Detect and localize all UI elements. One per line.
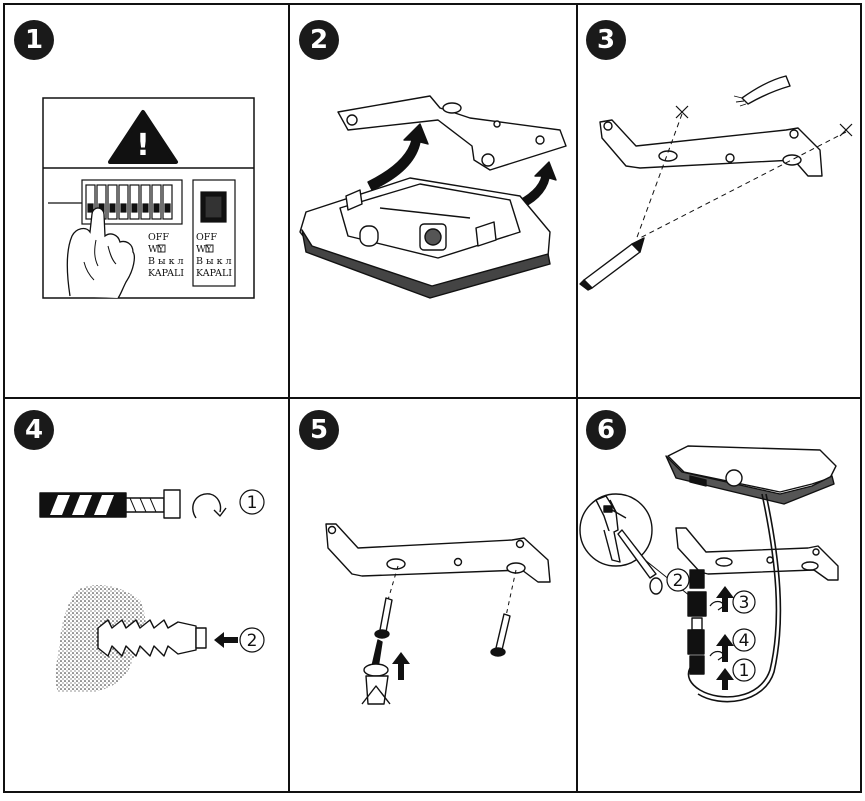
marking-line: [635, 113, 847, 241]
callout-1-circle: [732, 658, 756, 682]
cable-icon: [733, 75, 791, 107]
label-vykl-right: В ы к л: [196, 256, 232, 267]
mounting-bracket-icon: [337, 95, 567, 171]
warning-triangle-icon: !: [108, 110, 178, 164]
up-arrow-icon: [716, 586, 734, 690]
label-kapali-right: KAPALI: [196, 268, 232, 279]
push-arrow-icon: [214, 632, 238, 648]
label-wy-right: WY: [196, 244, 213, 255]
pencil-icon: [579, 237, 645, 291]
panel-2-remove-bracket: [299, 95, 567, 299]
lift-arrow-icon: [367, 123, 557, 211]
screwdriver-icon: [617, 529, 663, 595]
label-off-left: OFF: [148, 232, 169, 243]
step-number-badge: 1: [14, 20, 54, 60]
mounting-bracket-icon: [675, 527, 839, 581]
panel-3-mark-holes: [579, 75, 853, 291]
callout-1-circle: [239, 489, 265, 515]
callout-4-label: 4: [739, 631, 750, 651]
up-arrow-icon: [392, 652, 410, 680]
callout-2-circle: [666, 568, 690, 592]
cross-mark-icon: [675, 105, 853, 137]
callout-2-label: 2: [673, 571, 684, 591]
panel-grid: [3, 3, 862, 793]
callout-3-circle: [732, 590, 756, 614]
screwdriver-icon: [361, 639, 391, 705]
step-number-badge: 3: [586, 20, 626, 60]
panel-4-drill-and-plug: 1 2: [39, 489, 265, 692]
panel-5-fix-bracket: [325, 523, 551, 705]
callout-3-label: 3: [739, 593, 750, 613]
hand-icon: [66, 207, 135, 299]
power-cable-icon: [687, 493, 782, 703]
label-off-right: OFF: [196, 232, 217, 243]
step-number-badge: 6: [586, 410, 626, 450]
panel-1-switch-off: ! OFF WY: [42, 97, 255, 299]
panel-6-wire-connect: 2 3 4 1: [579, 445, 839, 703]
screw-icon: [374, 597, 511, 657]
waterproof-connector-icon: [687, 569, 707, 675]
callout-1-label: 1: [739, 661, 750, 681]
callout-4-circle: [732, 628, 756, 652]
label-wy-left: WY: [148, 244, 165, 255]
mounting-bracket-icon: [599, 119, 823, 177]
rotate-arrow-icon: [192, 493, 227, 519]
callout-2-circle: [239, 627, 265, 653]
label-vykl-left: В ы к л: [148, 256, 184, 267]
floodlight-body-icon: [299, 177, 551, 299]
callout-1-label: 1: [247, 493, 258, 513]
step-number-badge: 4: [14, 410, 54, 450]
guide-line: [387, 565, 517, 617]
label-kapali-left: KAPALI: [148, 268, 184, 279]
wall-plug-icon: [97, 619, 207, 657]
step-number-badge: 2: [299, 20, 339, 60]
twist-arrow-icon: [709, 600, 725, 661]
floodlight-body-icon: [665, 445, 837, 505]
drill-bit-icon: [39, 489, 181, 519]
circuit-breaker-icon: [48, 179, 236, 287]
mounting-bracket-icon: [325, 523, 551, 583]
svg-text:!: !: [136, 128, 150, 163]
callout-2-label: 2: [247, 631, 258, 651]
step-number-badge: 5: [299, 410, 339, 450]
